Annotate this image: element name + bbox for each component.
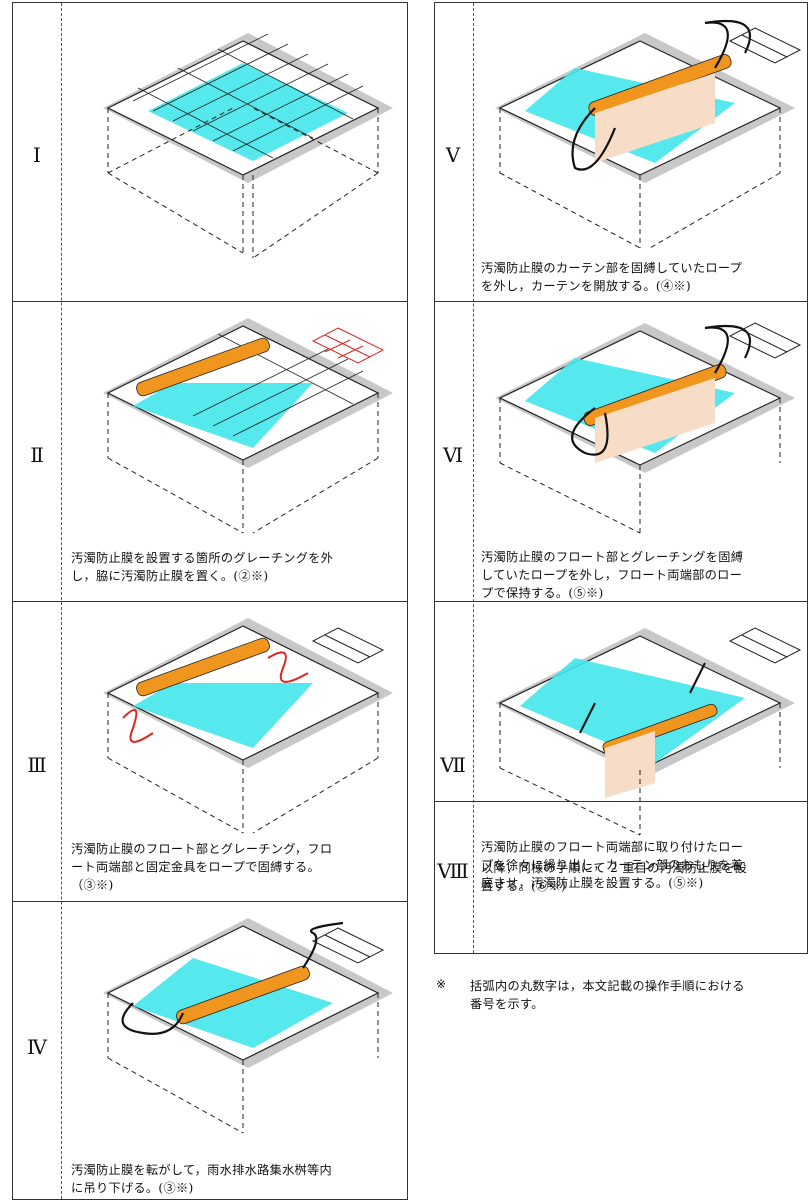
step-numeral-2: Ⅱ (30, 443, 44, 467)
footnote-mark: ※ (436, 977, 447, 991)
step-4-caption: 汚濁防止膜を転がして，雨水排水路集水桝等内 に吊り下げる。(③※) (71, 1163, 333, 1195)
step-7-illustration (495, 627, 802, 836)
step-3-illustration (103, 618, 393, 834)
step-numeral-8: Ⅷ (437, 859, 469, 883)
step-2-caption: 汚濁防止膜を設置する箇所のグレーチングを外 し，脇に汚濁防止膜を置く。(②※) (71, 551, 334, 583)
left-procedure-table: Ⅰ Ⅱ (12, 2, 408, 1200)
step-3-caption: 汚濁防止膜のフロート部とグレーチング，フロ ート両端部と固定金具をロープで固縛す… (71, 842, 333, 892)
step-numeral-6: Ⅵ (442, 443, 464, 467)
step-numeral-3: Ⅲ (27, 753, 47, 777)
step-5-caption: 汚濁防止膜のカーテン部を固縛していたロープ を外し，カーテンを開放する。(④※) (481, 261, 743, 293)
step-numeral-7: Ⅶ (440, 753, 466, 777)
step-numeral-4: Ⅳ (27, 1035, 47, 1059)
row-divider (13, 301, 407, 302)
step-numeral-5: Ⅴ (445, 143, 461, 167)
step-6-caption: 汚濁防止膜のフロート部とグレーチングを固縛 していたロープを外し，フロート両端部… (481, 550, 744, 600)
step-5-illustration (495, 19, 802, 249)
step-1-illustration (103, 33, 393, 259)
right-procedure-table: Ⅴ 汚濁防止膜のカーテン部を固縛していたロープ を外し，カーテンを開放する。(④… (434, 2, 808, 954)
step-8-caption: 以降，同様の手順にて 2 重目の汚濁防止膜を設 置する。(⑥※) (481, 861, 748, 893)
step-2-illustration (103, 318, 393, 534)
row-divider (13, 901, 407, 902)
step-7-caption: 汚濁防止膜のフロート両端部に取り付けたロー プを徐々に繰り出し，カーテン部のおも… (481, 840, 744, 890)
step-4-illustration (103, 918, 393, 1134)
row-divider (13, 601, 407, 602)
row-divider (435, 801, 807, 802)
row-divider (435, 301, 807, 302)
step-6-illustration (495, 322, 802, 534)
row-divider (435, 601, 807, 602)
step-numeral-1: Ⅰ (33, 143, 41, 167)
footnote-text: 括弧内の丸数字は，本文記載の操作手順における 番号を示す。 (470, 979, 745, 1011)
right-column-separator (473, 3, 474, 953)
